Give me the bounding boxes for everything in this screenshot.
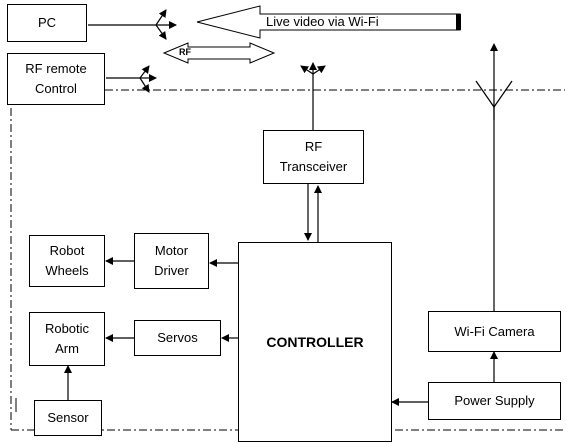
servos-label: Servos — [157, 330, 198, 345]
controller-label: CONTROLLER — [266, 334, 364, 350]
wifi-camera-block: Wi-Fi Camera — [428, 311, 561, 352]
wifi-camera-antenna-icon — [475, 43, 513, 311]
rf-double-arrow — [162, 42, 276, 64]
motor-driver-block: Motor Driver — [134, 233, 209, 289]
power-supply-block: Power Supply — [428, 382, 561, 420]
rf-remote-label-line2: Control — [35, 81, 77, 96]
rf-remote-label-line1: RF remote — [25, 61, 87, 76]
live-video-arrow-tail — [456, 14, 461, 30]
controller-block: CONTROLLER — [238, 242, 392, 442]
live-video-label: Live video via Wi-Fi — [266, 14, 379, 29]
rf-transceiver-label-line2: Transceiver — [279, 159, 348, 174]
sensor-block: Sensor — [34, 400, 102, 436]
rf-transceiver-label-line1: RF — [304, 139, 323, 154]
robot-wheels-label-line2: Wheels — [45, 263, 89, 278]
motor-driver-label-line2: Driver — [154, 263, 189, 278]
robotic-arm-block: Robotic Arm — [29, 312, 105, 366]
robotic-arm-label-line1: Robotic — [44, 321, 90, 336]
pc-block: PC — [7, 4, 87, 42]
rf-link-label: RF — [179, 47, 191, 57]
sensor-label: Sensor — [47, 410, 89, 425]
rf-transceiver-antenna-icon — [300, 62, 326, 130]
rf-transceiver-block: RF Transceiver — [263, 130, 364, 184]
pc-antenna-icon — [88, 9, 177, 40]
robot-wheels-label-line1: Robot — [49, 243, 85, 258]
rf-remote-antenna-icon — [106, 65, 157, 93]
rf-remote-control-block: RF remote Control — [7, 53, 105, 105]
transceiver-controller-link — [304, 184, 322, 242]
robot-wheels-block: Robot Wheels — [29, 235, 105, 287]
motor-driver-label-line1: Motor — [154, 243, 189, 258]
wifi-camera-label: Wi-Fi Camera — [454, 323, 535, 339]
pc-label: PC — [37, 15, 57, 30]
servos-block: Servos — [134, 320, 221, 356]
power-supply-label: Power Supply — [454, 393, 535, 408]
robotic-arm-label-line2: Arm — [55, 341, 79, 356]
